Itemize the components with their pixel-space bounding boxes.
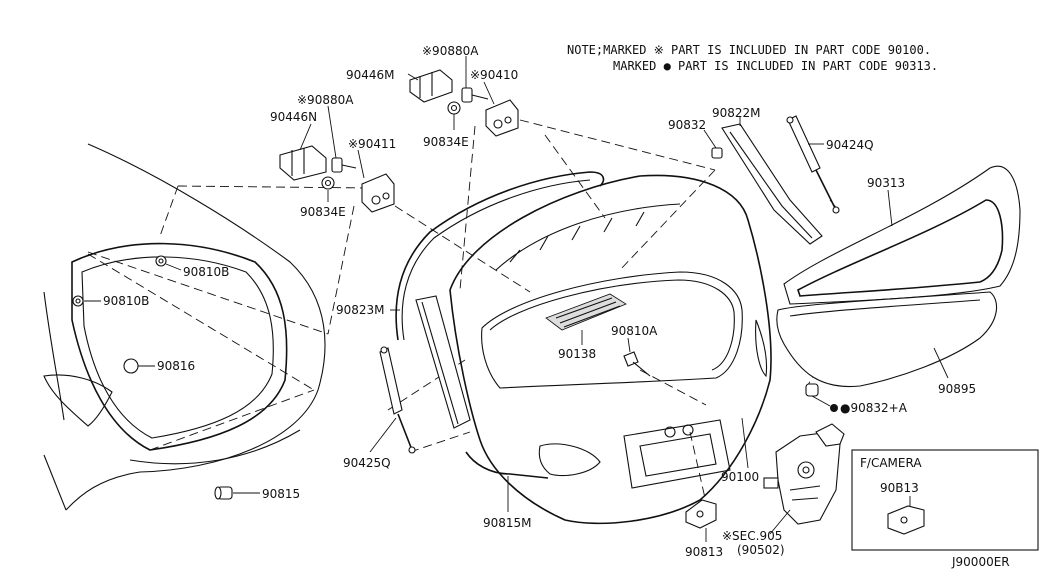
- vehicle-body-outline: [43, 143, 326, 511]
- label-90810A: 90810A: [611, 324, 658, 338]
- gas-stay-90424Q: [786, 115, 840, 214]
- clip-90832A: [805, 383, 819, 397]
- nut-90834E-left: [321, 176, 335, 190]
- label-fcamera-title: F/CAMERA: [860, 456, 922, 470]
- bracket-90813: [685, 499, 717, 529]
- hinge-cover-90446N: [279, 145, 327, 181]
- label-90425Q: 90425Q: [343, 456, 391, 470]
- garnish-90138: [545, 293, 627, 331]
- label-90813: 90813: [685, 545, 723, 559]
- included-marker-dot: [830, 404, 838, 412]
- label-90895: 90895: [938, 382, 976, 396]
- label-90816: 90816: [157, 359, 195, 373]
- label-90880A-top: ※90880A: [422, 44, 479, 58]
- label-sec905: ※SEC.905: [722, 529, 782, 543]
- label-90822M: 90822M: [712, 106, 761, 120]
- assembly-dashed-lines: [87, 119, 839, 499]
- back-door-90100: [449, 174, 772, 525]
- label-90823M: 90823M: [336, 303, 385, 317]
- label-90815: 90815: [262, 487, 300, 501]
- label-90313: 90313: [867, 176, 905, 190]
- label-90138: 90138: [558, 347, 596, 361]
- clip-90810B-a: [155, 255, 167, 267]
- label-90834E-left: 90834E: [300, 205, 346, 219]
- label-90834E-top: 90834E: [423, 135, 469, 149]
- clip-90810B-b: [72, 295, 84, 307]
- part-labels: ※90880A 90446M ※90410 ※90880A 90446N ※90…: [103, 44, 1010, 569]
- bolt-90810A: [623, 351, 651, 377]
- note-line-1: NOTE;MARKED ※ PART IS INCLUDED IN PART C…: [567, 43, 931, 57]
- hinge-90411: [361, 173, 395, 213]
- label-90832: 90832: [668, 118, 706, 132]
- label-90880A-left: ※90880A: [297, 93, 354, 107]
- nut-90834E-top: [447, 101, 461, 115]
- weatherstrip-90823M: [395, 171, 605, 341]
- weatherstrip-90815M: [465, 451, 549, 479]
- note-line-2: MARKED ● PART IS INCLUDED IN PART CODE 9…: [613, 59, 938, 73]
- finisher-90895: [776, 291, 998, 388]
- label-90100: 90100: [721, 470, 759, 484]
- label-90832A: ●90832+A: [840, 401, 908, 415]
- hinge-90410: [485, 99, 519, 137]
- label-90810B-b: 90810B: [103, 294, 149, 308]
- label-90446M: 90446M: [346, 68, 395, 82]
- label-fcamera-part: 90B13: [880, 481, 919, 495]
- label-90411: ※90411: [348, 137, 396, 151]
- trim-90823M: [415, 295, 471, 429]
- plug-90816: [123, 358, 139, 374]
- label-90502: (90502): [737, 543, 785, 557]
- stopper-90815: [214, 486, 233, 500]
- label-90815M: 90815M: [483, 516, 532, 530]
- label-90810B-a: 90810B: [183, 265, 229, 279]
- fcamera-inset: [851, 449, 1039, 551]
- bolt-90880A-top: [461, 87, 489, 103]
- clip-90832: [711, 147, 723, 159]
- label-90410: ※90410: [470, 68, 518, 82]
- lock-actuator-sec905: [763, 423, 845, 525]
- gas-stay-90425Q: [379, 346, 416, 454]
- bolt-90880A-left: [331, 157, 357, 173]
- hinge-cover-90446M: [409, 69, 453, 103]
- diagram-code: J90000ER: [951, 555, 1010, 569]
- label-90424Q: 90424Q: [826, 138, 874, 152]
- label-90446N: 90446N: [270, 110, 317, 124]
